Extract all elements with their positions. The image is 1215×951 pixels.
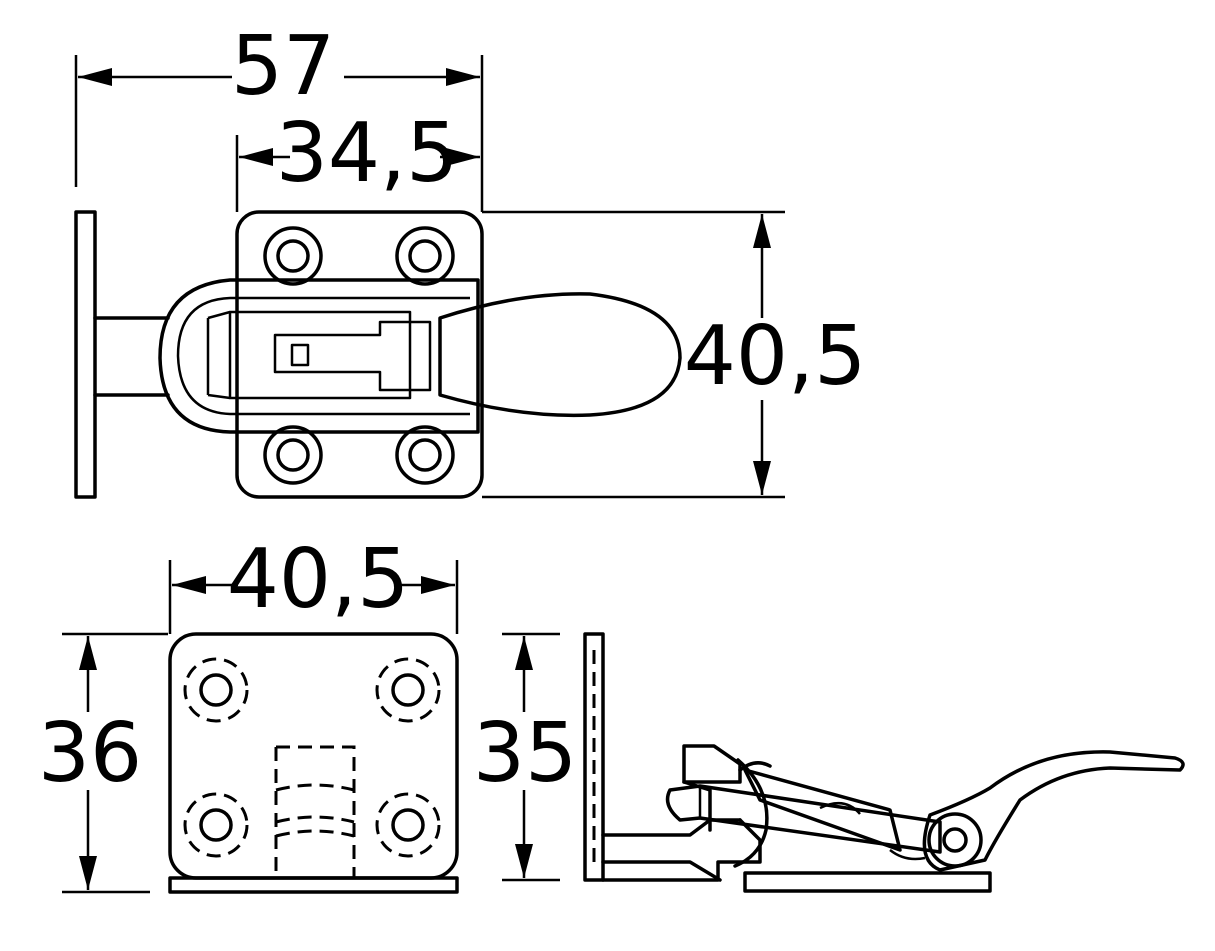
side-pivot-outer (927, 812, 983, 868)
top-view (74, 210, 682, 499)
side-rod (665, 784, 942, 854)
side-flange (583, 632, 605, 882)
side-hook-top (738, 761, 772, 772)
dim-top-height: 40,5 (684, 309, 867, 404)
side-hook-curve (733, 758, 769, 868)
top-dimensions (74, 55, 785, 499)
top-clamp-inner (176, 296, 470, 416)
side-base-plate (743, 871, 992, 893)
top-clamp-edge (206, 310, 231, 400)
top-latch-hook (273, 320, 432, 392)
side-link-detail (819, 801, 926, 861)
dim-front-width: 40,5 (227, 532, 410, 627)
dim-front-height: 36 (38, 706, 142, 801)
top-shaft (93, 316, 170, 397)
front-mounting-holes (183, 657, 441, 858)
side-arm-end (601, 818, 762, 882)
side-link-bar (743, 768, 902, 852)
top-base-plate (235, 210, 484, 499)
top-flange (74, 210, 97, 499)
top-clamp-frame (228, 310, 412, 400)
dim-side-height: 35 (473, 706, 577, 801)
front-latch-hidden-curves (275, 783, 355, 838)
side-handle (922, 750, 1185, 872)
top-handle (438, 292, 682, 418)
side-view (583, 632, 1185, 893)
side-hook-block (682, 744, 742, 784)
front-latch-hidden (274, 745, 356, 878)
front-dimensions (62, 560, 459, 894)
top-clamp-body (158, 278, 480, 434)
side-pivot-inner (942, 827, 968, 853)
dim-top-plate-width: 34,5 (276, 106, 459, 201)
front-base-edge (168, 876, 459, 894)
dim-top-total-width: 57 (231, 19, 335, 114)
front-view (168, 632, 459, 894)
top-mounting-holes (263, 226, 455, 485)
top-latch-slot (290, 343, 310, 367)
side-hook-neck (682, 780, 712, 832)
side-dimensions (502, 632, 560, 882)
